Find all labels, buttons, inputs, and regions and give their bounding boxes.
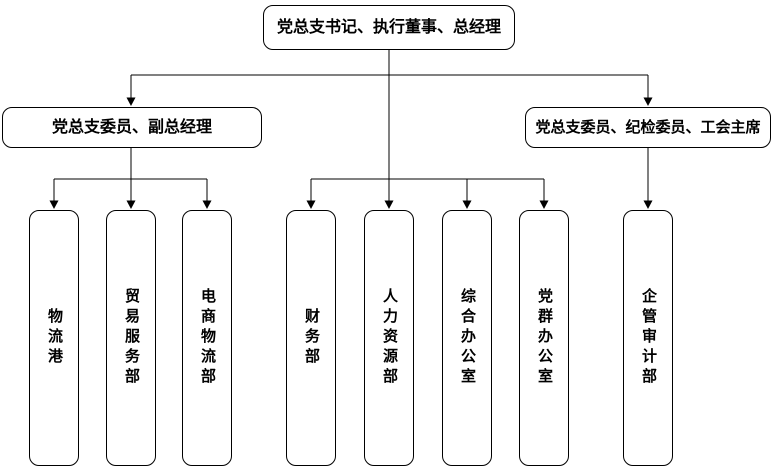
- org-node-top-secretary-director-gm: 党总支书记、执行董事、总经理: [263, 5, 515, 50]
- org-node-committee-discipline-union-chair: 党总支委员、纪检委员、工会主席: [525, 107, 771, 148]
- arrow-down-icon: [384, 200, 394, 209]
- org-node-dept-human-resources: 人力资源部: [364, 210, 414, 466]
- arrow-down-icon: [643, 200, 653, 209]
- arrow-down-icon: [202, 200, 212, 209]
- org-node-label: 综合办公室: [459, 288, 476, 388]
- org-node-label: 物流港: [46, 308, 63, 368]
- org-node-dept-party-masses-office: 党群办公室: [519, 210, 569, 466]
- org-node-dept-enterprise-audit: 企管审计部: [623, 210, 673, 466]
- org-node-label: 党总支委员、副总经理: [51, 118, 212, 136]
- arrow-down-icon: [126, 200, 136, 209]
- org-node-label: 人力资源部: [381, 288, 398, 388]
- org-node-label: 党群办公室: [536, 288, 553, 388]
- arrow-down-icon: [49, 200, 59, 209]
- org-node-dept-trade-service: 贸易服务部: [106, 210, 156, 466]
- org-node-label: 党总支委员、纪检委员、工会主席: [535, 118, 761, 136]
- arrow-down-icon: [539, 200, 549, 209]
- arrow-down-icon: [462, 200, 472, 209]
- org-node-dept-ecommerce-logistics: 电商物流部: [182, 210, 232, 466]
- org-node-label: 企管审计部: [640, 288, 657, 388]
- arrow-down-icon: [126, 97, 136, 106]
- org-node-dept-general-office: 综合办公室: [442, 210, 492, 466]
- org-node-label: 电商物流部: [199, 288, 216, 388]
- org-node-label: 党总支书记、执行董事、总经理: [276, 18, 501, 36]
- org-node-dept-logistics-port: 物流港: [29, 210, 79, 466]
- org-node-dept-finance: 财务部: [286, 210, 336, 466]
- arrow-down-icon: [643, 97, 653, 106]
- org-node-label: 贸易服务部: [123, 288, 140, 388]
- org-node-label: 财务部: [303, 308, 320, 368]
- org-node-committee-deputy-gm: 党总支委员、副总经理: [2, 107, 262, 148]
- arrow-down-icon: [306, 200, 316, 209]
